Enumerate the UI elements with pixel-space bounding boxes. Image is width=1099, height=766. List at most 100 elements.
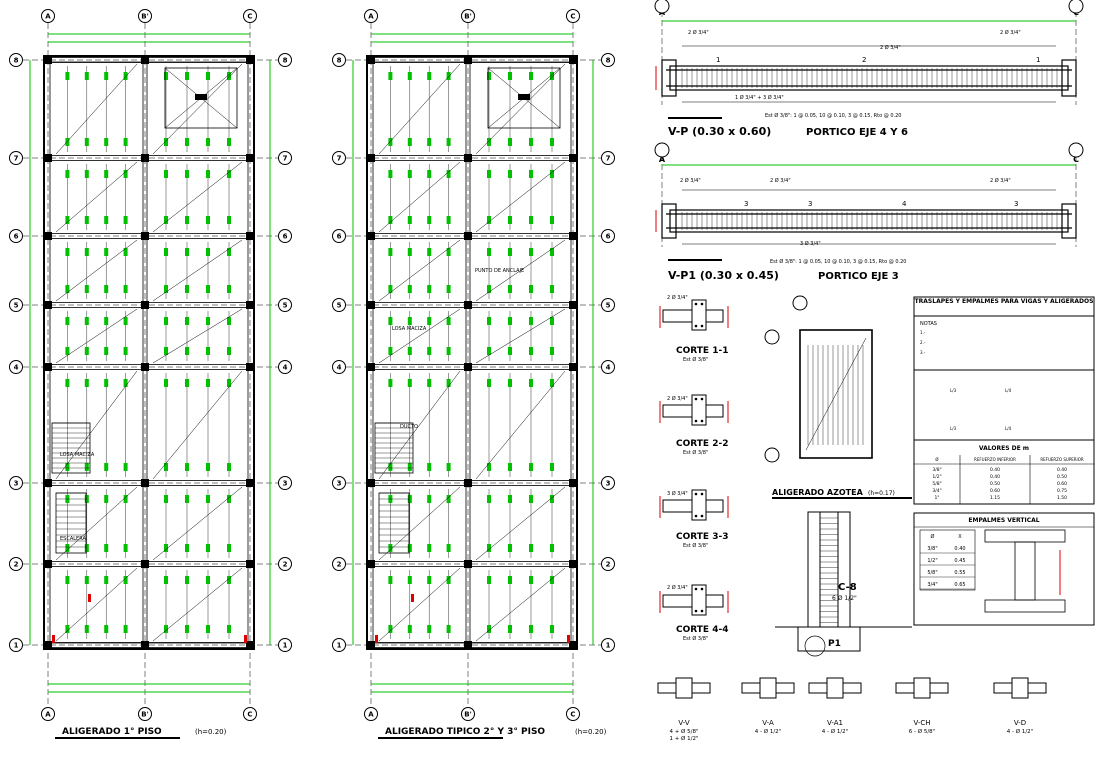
plan2-axis-top-2-label: C [570,13,575,21]
plan1-axis-r-3: 5 [278,298,292,312]
corte-1-graphic [659,299,729,331]
plan2-axis-r-4-circle [601,360,615,374]
plan2-axis-l-0-label: 8 [337,57,342,65]
plan1-axis-r-4-circle [278,360,292,374]
corte-2: 2 Ø 3/4" CORTE 2-2 Est Ø 3/8" [667,395,728,456]
plan2-axis-r-6-circle [601,557,615,571]
plan1-axis-r-6-label: 2 [283,561,288,569]
plan1-axis-top-2-label: C [247,13,252,21]
beam-elevation-vp1: A C 2 Ø 3/4" 2 Ø 3/4" 2 Ø 3/4" 3 Ø 3/4" … [654,142,1084,282]
beam-vp1-portico: PORTICO EJE 3 [818,271,899,282]
plan2-axis-r-0-label: 8 [606,57,611,65]
plan1-axis-bot-2: C [243,707,257,721]
plan2-axis-r-1: 7 [601,151,615,165]
plan2-axis-l-2-circle [332,229,346,243]
plan1-axis-l-3: 5 [9,298,23,312]
empalme-cell-1-1: 0.45 [954,558,965,564]
plan2-axis-r-1-label: 7 [606,155,611,163]
beam-vp-name: V-P (0.30 x 0.60) [668,125,771,138]
viga-4: V-CH6 - Ø 5/8" [895,677,949,735]
plan2-axis-r-6: 2 [601,557,615,571]
plan1-axis-top-0-label: A [45,13,51,21]
plan2-axis-l-0-circle [332,53,346,67]
plan1-axis-l-0: 8 [9,53,23,67]
plan2-axis-r-1-circle [601,151,615,165]
beam-elevation-vp: A C 2 Ø 3/4" 2 Ø 3/4" 2 Ø 3/4" 1 Ø 3/4" … [654,0,1084,138]
plan1-axis-l-0-circle [9,53,23,67]
plan2-axis-r-2: 6 [601,229,615,243]
plan1-axis-r-3-circle [278,298,292,312]
viga-3-bars: 4 - Ø 1/2" [822,728,848,735]
beam-vp-stirrups: Est Ø 3/8": 1 @ 0.05, 10 @ 0.10, 3 @ 0.1… [765,112,901,119]
plan1-axis-r-6-circle [278,557,292,571]
viga-5-bars: 4 - Ø 1/2" [1007,728,1033,735]
column-name: C-8 [838,582,857,593]
viga-2-beam [759,677,777,699]
plan1-axis-r-4-label: 4 [283,364,288,372]
plan1-axis-l-5-circle [9,476,23,490]
lap-title: TRASLAPES Y EMPALMES PARA VIGAS Y ALIGER… [915,298,1094,305]
plan2-axis-r-0: 8 [601,53,615,67]
beam-vp1-top-bar-3: 2 Ø 3/4" [990,177,1011,184]
plan1-axis-l-7: 1 [9,638,23,652]
plan-1-label-losa: LOSA MACIZA [60,452,95,458]
plan2-axis-top-1-label: B' [464,13,471,21]
plan1-axis-r-7-label: 1 [283,642,288,650]
empalme-cell-0-1: 0.40 [954,546,965,552]
corte-3-est: Est Ø 3/8" [683,542,708,549]
lap-cell-4-2: 1.50 [1057,495,1067,501]
plan2-axis-top-2-circle [566,9,580,23]
plan2-axis-r-0-circle [601,53,615,67]
azotea-plan: A 4 3 ALIGERADO AZOTEA (h=0.17) [764,295,912,499]
beam-vp1-top-bar-1: 2 Ø 3/4" [680,177,701,184]
plan1-axis-l-1-label: 7 [14,155,19,163]
plan2-axis-l-1-label: 7 [337,155,342,163]
lap-cell-2-1: 0.50 [990,481,1000,487]
lap-length-2: L/4 [1005,388,1012,393]
plan-1-title: ALIGERADO 1° PISO [62,727,162,737]
lap-cell-3-1: 0.60 [990,488,1000,494]
plan-2-title: ALIGERADO TIPICO 2° Y 3° PISO [385,727,545,737]
plan2-axis-r-3-label: 5 [606,302,611,310]
plan2-axis-l-7-circle [332,638,346,652]
plan2-axis-r-7-label: 1 [606,642,611,650]
plan2-axis-l-5-circle [332,476,346,490]
plan1-axis-l-0-label: 8 [14,57,19,65]
lap-cell-3-2: 0.75 [1057,488,1067,494]
plan-2-label-ducto: DUCTO [400,424,418,430]
viga-5-name: V-D [1014,719,1026,727]
empalme-cell-2-0: 5/8" [927,570,937,576]
column-bars: 6 Ø 1/2" [832,595,857,602]
plan1-axis-l-5: 3 [9,476,23,490]
beam-vp1-top-bar-2: 2 Ø 3/4" [770,177,791,184]
plan1-axis-l-4-label: 4 [14,364,19,372]
beam-vp1-bottom-bars: 3 Ø 3/4" [800,240,821,247]
plan2-axis-l-5-label: 3 [337,480,342,488]
viga-2-bars: 4 - Ø 1/2" [755,728,781,735]
lap-cell-0-2: 0.40 [1057,467,1067,473]
column-tag: P1 [828,639,841,649]
plan2-axis-top-1-circle [461,9,475,23]
beam-vp-top-bar-1: 2 Ø 3/4" [688,29,709,36]
small-beam-sections: V-V4 + Ø 5/8"1 + Ø 1/2"V-A4 - Ø 1/2"V-A1… [657,677,1047,742]
lap-length-4: L/4 [1005,426,1012,431]
lap-title-1: TRASLAPES Y EMPALMES PARA VIGAS Y ALIGER… [915,298,1094,305]
plan1-axis-top-0: A [41,9,55,23]
plan1-axis-r-4: 4 [278,360,292,374]
plan2-axis-l-6: 2 [332,557,346,571]
plan1-axis-bot-2-circle [243,707,257,721]
viga-2-name: V-A [762,719,774,727]
plan1-axis-r-2: 6 [278,229,292,243]
plan1-axis-l-7-circle [9,638,23,652]
plan1-axis-r-0-label: 8 [283,57,288,65]
plan2-axis-l-6-circle [332,557,346,571]
plan1-axis-l-2: 6 [9,229,23,243]
beam-vp1-stirrups: Est Ø 3/8": 1 @ 0.05, 10 @ 0.10, 3 @ 0.1… [770,258,906,265]
viga-3: V-A14 - Ø 1/2" [808,677,862,735]
beam-vp-section-1: 1 [716,56,720,64]
plan1-axis-r-5-label: 3 [283,480,288,488]
empalme-cell-1-0: 1/2" [927,558,937,564]
plan-2-note: (h=0.20) [575,728,607,736]
